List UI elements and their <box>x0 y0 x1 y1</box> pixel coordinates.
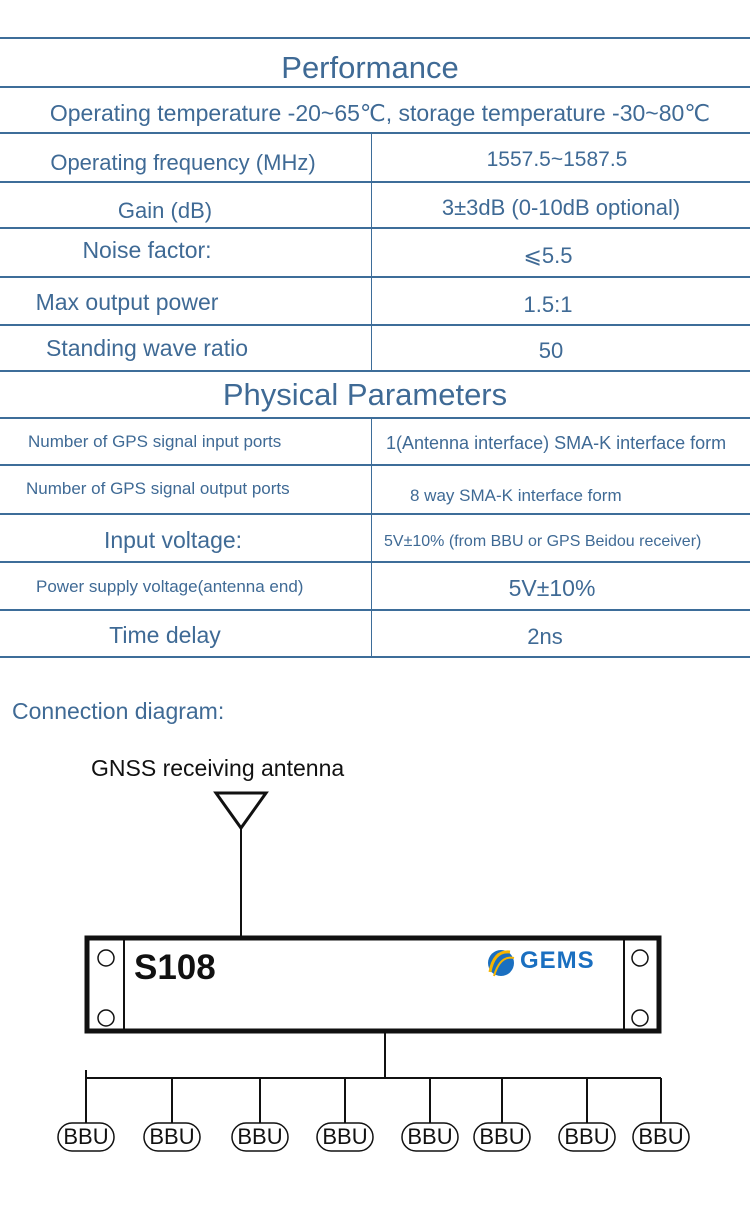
temperature-text: Operating temperature -20~65℃, storage t… <box>49 100 711 126</box>
divider <box>0 609 750 611</box>
spec-label: Max output power <box>35 289 219 315</box>
divider <box>0 132 750 134</box>
bbu-node <box>57 1122 115 1152</box>
spec-label: Standing wave ratio <box>45 335 249 361</box>
bbu-label: BBU <box>479 1124 525 1149</box>
spec-value: 5V±10% <box>508 575 596 601</box>
bbu-label: BBU <box>407 1124 453 1149</box>
spec-label: Number of GPS signal output ports <box>26 479 290 498</box>
screw-icon <box>631 949 649 967</box>
spec-label: Noise factor: <box>82 237 212 263</box>
diagram-heading: Connection diagram: <box>12 698 225 724</box>
spec-value: 2ns <box>527 624 563 649</box>
divider <box>0 227 750 229</box>
spec-value: ⩽5.5 <box>523 243 573 268</box>
divider <box>0 513 750 515</box>
spec-label: Operating frequency (MHz) <box>50 150 316 175</box>
bbu-node <box>632 1122 690 1152</box>
bbu-label: BBU <box>149 1124 195 1149</box>
physical-title: Physical Parameters <box>222 377 508 412</box>
bbu-node <box>401 1122 459 1152</box>
divider <box>0 37 750 39</box>
spec-value: 50 <box>538 338 564 363</box>
bbu-node <box>231 1122 289 1152</box>
device-box <box>84 935 662 1034</box>
bbu-node <box>558 1122 616 1152</box>
performance-title: Performance <box>281 50 459 85</box>
logo-text: GEMS <box>520 947 595 974</box>
spec-label: Power supply voltage(antenna end) <box>36 577 304 596</box>
divider <box>0 276 750 278</box>
divider <box>0 561 750 563</box>
bbu-node <box>143 1122 201 1152</box>
divider <box>0 86 750 88</box>
bbu-label: BBU <box>322 1124 368 1149</box>
bbu-node <box>316 1122 374 1152</box>
spec-label: Number of GPS signal input ports <box>28 432 282 451</box>
spec-value: 1557.5~1587.5 <box>486 148 628 171</box>
spec-value: 3±3dB (0-10dB optional) <box>441 195 681 220</box>
divider <box>0 464 750 466</box>
bbu-label: BBU <box>564 1124 610 1149</box>
antenna-icon <box>213 791 269 831</box>
bbu-label: BBU <box>638 1124 684 1149</box>
divider <box>0 324 750 326</box>
spec-value: 1(Antenna interface) SMA-K interface for… <box>386 433 727 453</box>
device-model: S108 <box>134 948 216 987</box>
spec-value: 1.5:1 <box>523 292 573 317</box>
divider <box>0 370 750 372</box>
spec-label: Time delay <box>109 622 221 648</box>
gems-logo <box>488 950 515 977</box>
column-divider <box>371 133 372 371</box>
divider <box>0 656 750 658</box>
spec-label: Gain (dB) <box>117 198 213 223</box>
screw-icon <box>97 949 115 967</box>
spec-value: 8 way SMA-K interface form <box>410 486 622 505</box>
bbu-label: BBU <box>237 1124 283 1149</box>
screw-icon <box>631 1009 649 1027</box>
spec-value: 5V±10% (from BBU or GPS Beidou receiver) <box>384 533 702 550</box>
bbu-label: BBU <box>63 1124 109 1149</box>
antenna-label: GNSS receiving antenna <box>91 755 345 781</box>
column-divider <box>371 418 372 657</box>
bbu-node <box>473 1122 531 1152</box>
spec-label: Input voltage: <box>103 527 243 553</box>
screw-icon <box>97 1009 115 1027</box>
divider <box>0 417 750 419</box>
divider <box>0 181 750 183</box>
